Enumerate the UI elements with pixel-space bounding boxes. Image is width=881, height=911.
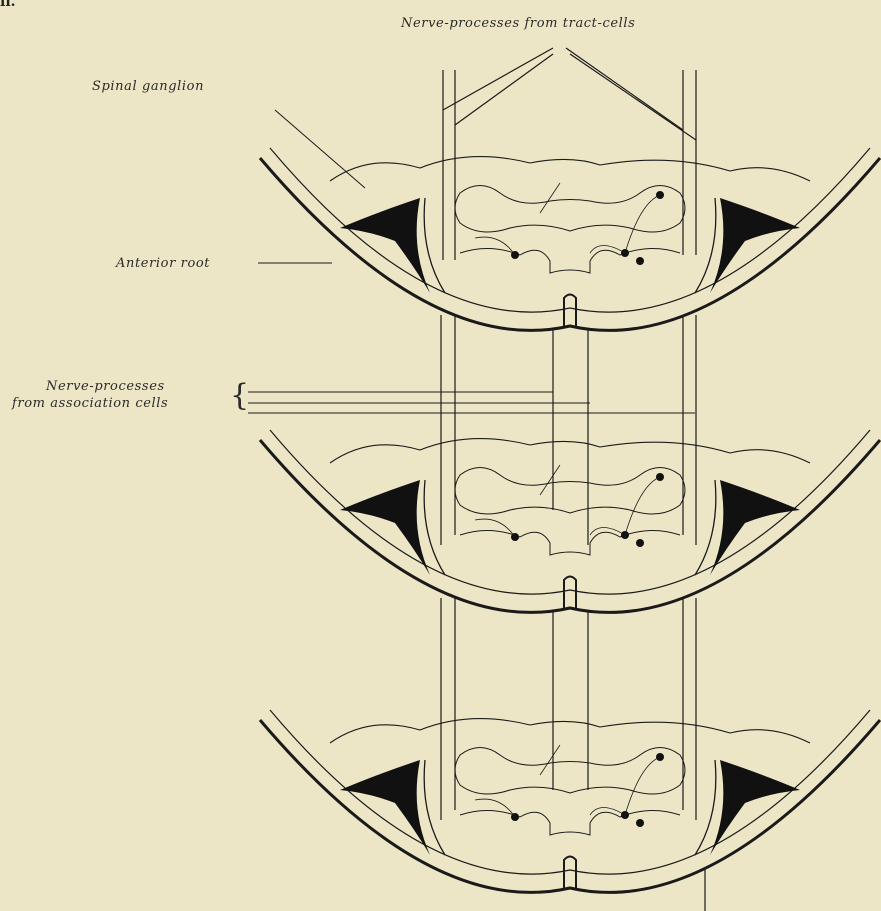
connecting-fibers <box>441 315 705 911</box>
segment-top <box>260 148 880 330</box>
tract-process-lines <box>443 48 696 260</box>
spinal-ganglion-pointer <box>275 110 365 188</box>
segment-bottom <box>260 710 880 892</box>
segment-middle <box>260 430 880 612</box>
association-pointers <box>248 392 695 413</box>
